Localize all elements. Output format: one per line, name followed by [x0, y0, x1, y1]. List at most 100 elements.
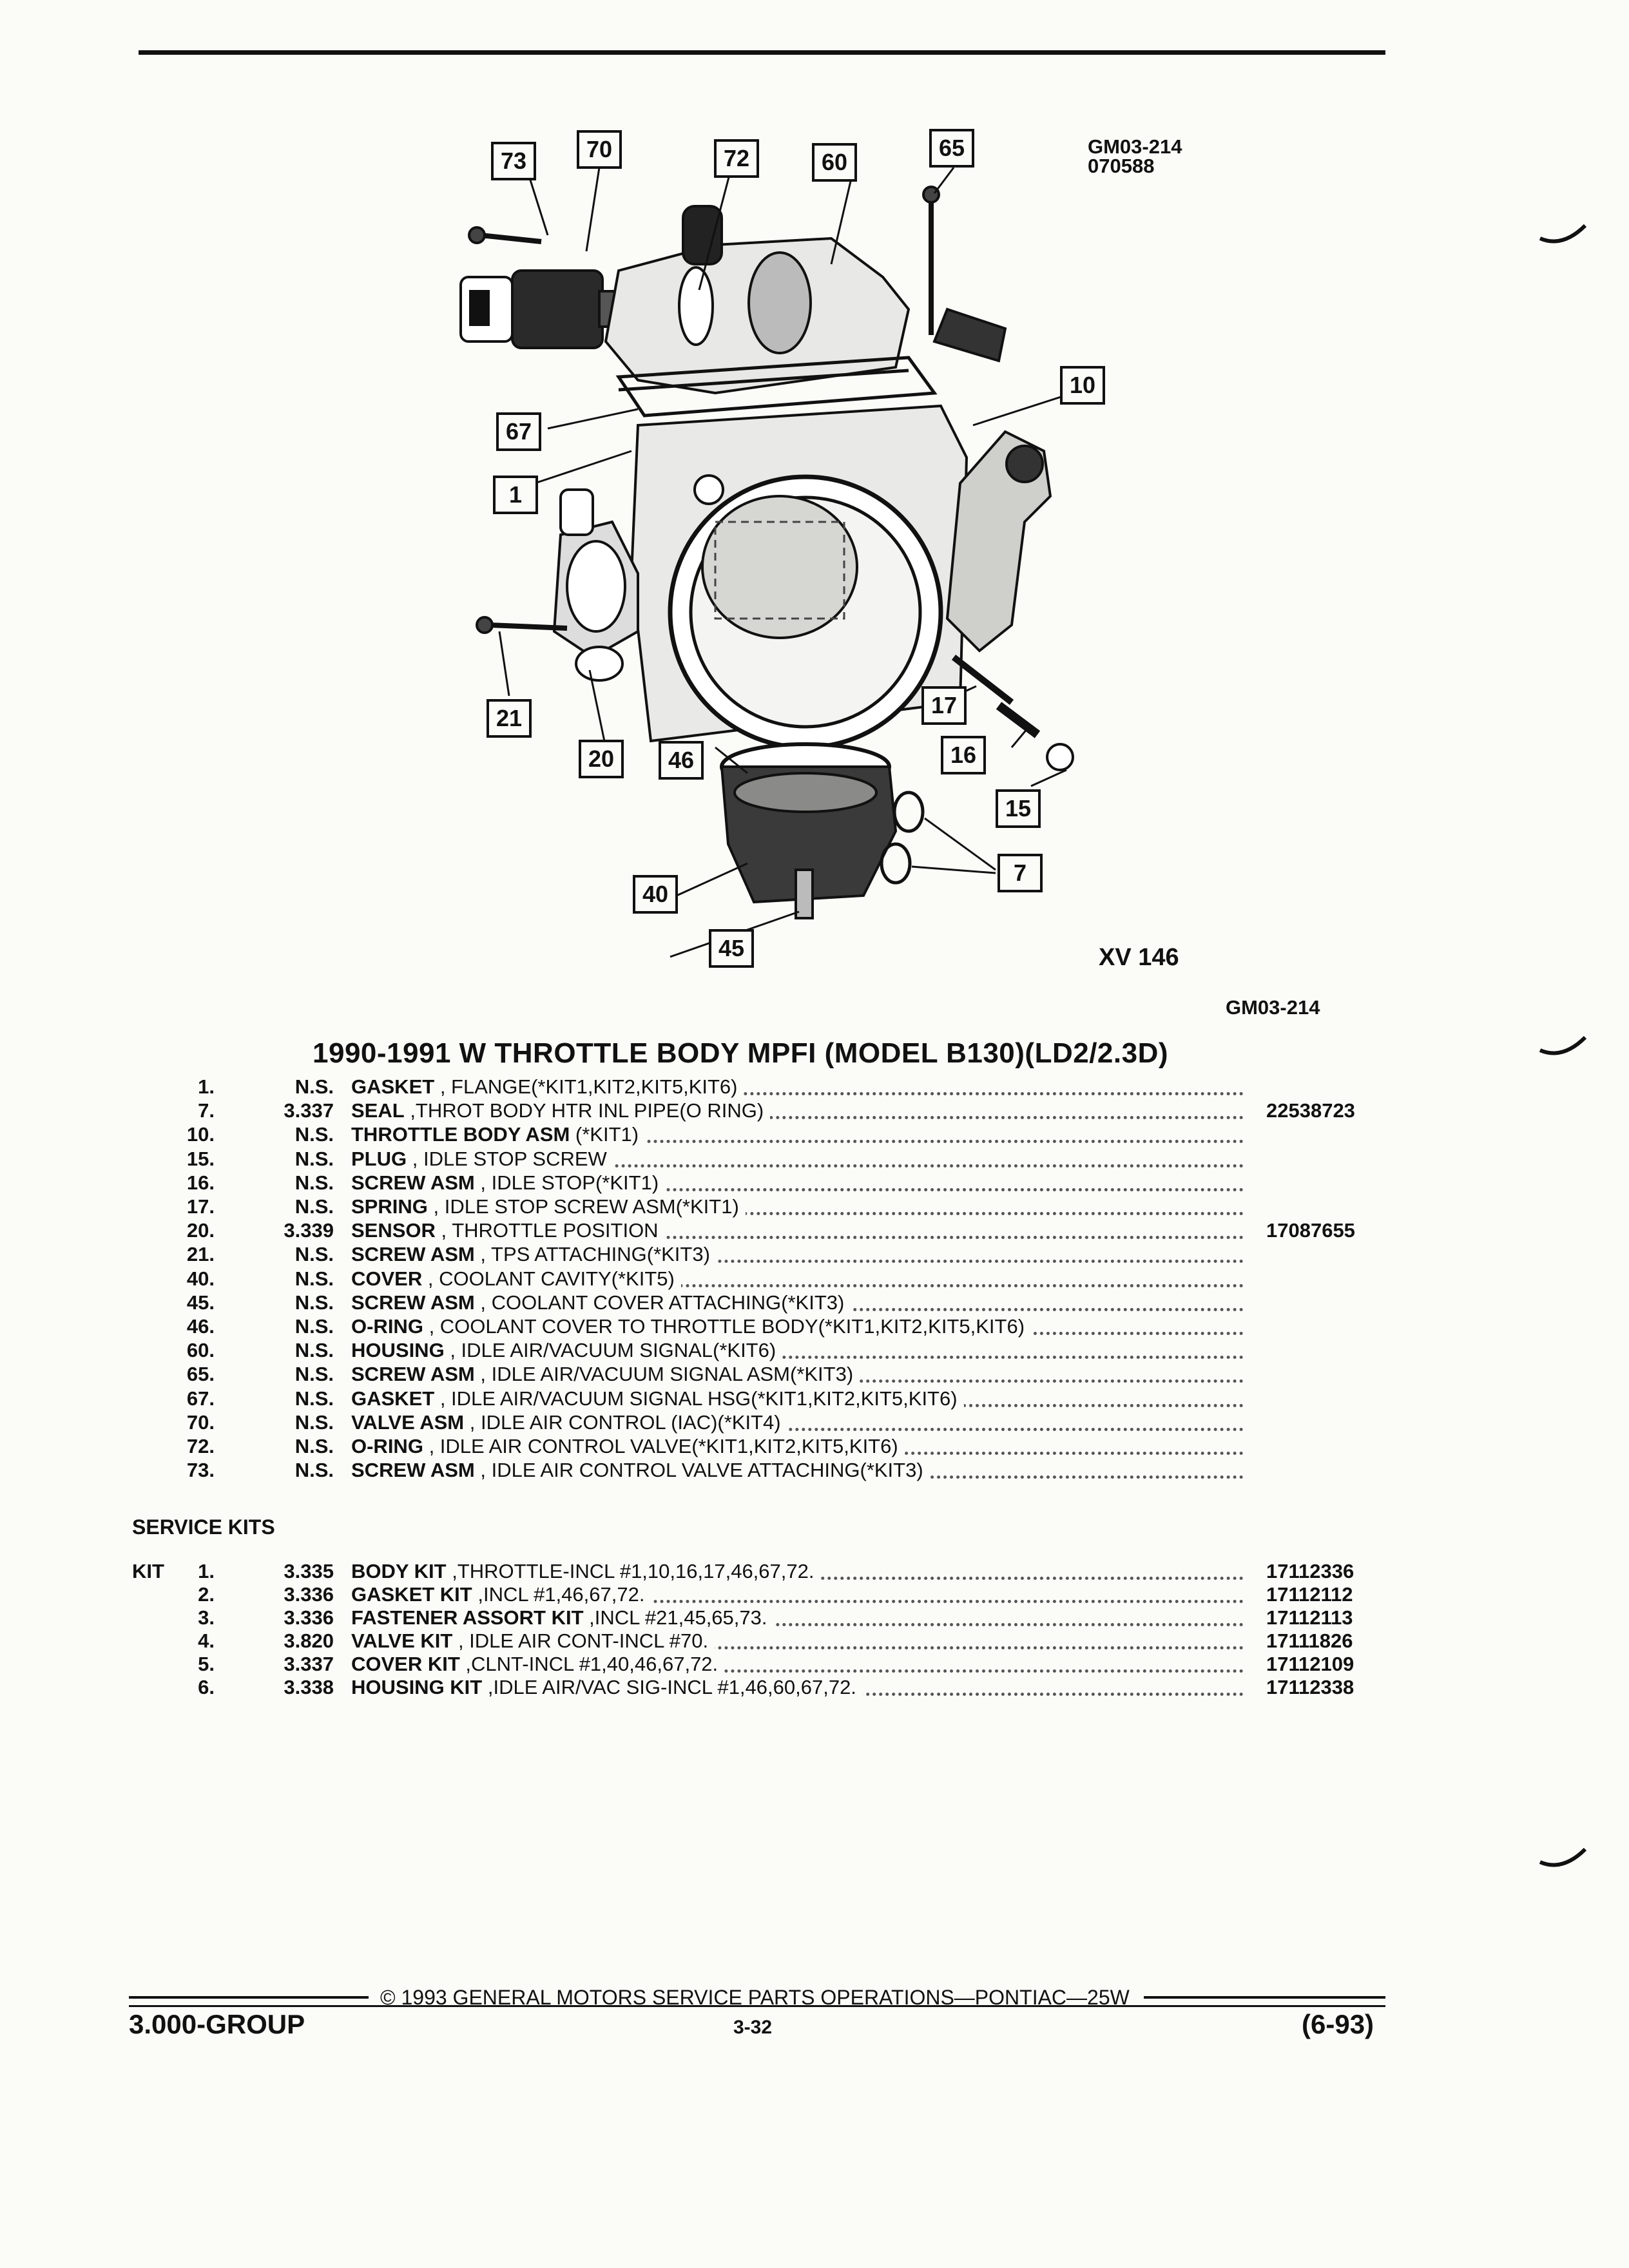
binder-edge-mark [1539, 1035, 1587, 1055]
part-number: 17112336 [1266, 1560, 1354, 1582]
item-description: SPRING , IDLE STOP SCREW ASM(*KIT1) [351, 1195, 1244, 1219]
group-code: 3.338 [284, 1676, 334, 1698]
description-text: SCREW ASM , IDLE AIR/VACUUM SIGNAL ASM(*… [351, 1363, 860, 1386]
leader-dots [351, 1164, 1244, 1168]
group-code: N.S. [294, 1435, 334, 1457]
item-number: 46. [186, 1315, 215, 1338]
item-number: 2. [198, 1583, 215, 1606]
group-code: N.S. [294, 1291, 334, 1314]
description-text: GASKET , IDLE AIR/VACUUM SIGNAL HSG(*KIT… [351, 1387, 964, 1410]
idle-stop-screw-drawing [951, 655, 1074, 771]
footer-rule-right [1144, 1996, 1385, 1999]
callout-17: 17 [921, 686, 967, 725]
item-number: 21. [186, 1243, 215, 1266]
part-number: 17111826 [1266, 1629, 1353, 1652]
throttle-body-drawing [630, 404, 1052, 750]
group-code: N.S. [294, 1339, 334, 1362]
description-text: COVER , COOLANT CAVITY(*KIT5) [351, 1267, 681, 1290]
item-description: BODY KIT ,THROTTLE-INCL #1,10,16,17,46,6… [351, 1559, 1244, 1584]
item-name: O-RING [351, 1315, 423, 1338]
top-rule [139, 50, 1385, 55]
description-text: O-RING , IDLE AIR CONTROL VALVE(*KIT1,KI… [351, 1435, 905, 1457]
description-text: GASKET KIT ,INCL #1,46,67,72. [351, 1583, 651, 1606]
item-number: 45. [186, 1291, 215, 1314]
group-code: 3.335 [284, 1560, 334, 1582]
callout-16: 16 [941, 736, 986, 774]
group-code: 3.336 [284, 1606, 334, 1629]
item-name: BODY KIT [351, 1560, 447, 1582]
item-detail: , COOLANT COVER ATTACHING(*KIT3) [480, 1291, 845, 1314]
parts-row: 45.N.S.SCREW ASM , COOLANT COVER ATTACHI… [0, 1291, 1629, 1315]
page-title: 1990-1991 W THROTTLE BODY MPFI (MODEL B1… [313, 1037, 1169, 1069]
item-description: GASKET , FLANGE(*KIT1,KIT2,KIT5,KIT6) [351, 1075, 1244, 1099]
leader-dots [351, 1356, 1244, 1360]
leader-dots [351, 1427, 1244, 1431]
group-code: 3.339 [284, 1219, 334, 1242]
group-code: N.S. [294, 1459, 334, 1482]
item-name: SPRING [351, 1195, 428, 1218]
item-name: VALVE ASM [351, 1410, 465, 1434]
footer-date: (6-93) [1302, 2009, 1374, 2039]
description-text: SCREW ASM , TPS ATTACHING(*KIT3) [351, 1243, 717, 1266]
parts-row: 1.N.S.GASKET , FLANGE(*KIT1,KIT2,KIT5,KI… [0, 1075, 1629, 1099]
parts-row: 16.N.S.SCREW ASM , IDLE STOP(*KIT1) [0, 1171, 1629, 1195]
item-name: HOUSING KIT [351, 1676, 483, 1698]
binder-edge-mark [1539, 1847, 1587, 1867]
callout-15: 15 [996, 789, 1041, 828]
item-number: 17. [186, 1195, 215, 1218]
parts-row: 46.N.S.O-RING , COOLANT COVER TO THROTTL… [0, 1314, 1629, 1339]
group-code: N.S. [294, 1243, 334, 1266]
description-text: SEAL ,THROT BODY HTR INL PIPE(O RING) [351, 1099, 771, 1122]
description-text: HOUSING , IDLE AIR/VACUUM SIGNAL(*KIT6) [351, 1339, 783, 1362]
callout-65: 65 [929, 129, 974, 168]
item-description: SCREW ASM , IDLE AIR/VACUUM SIGNAL ASM(*… [351, 1362, 1244, 1387]
item-detail: ,THROTTLE-INCL #1,10,16,17,46,67,72. [452, 1560, 815, 1582]
item-name: GASKET [351, 1075, 435, 1098]
item-detail: , FLANGE(*KIT1,KIT2,KIT5,KIT6) [439, 1075, 738, 1098]
caption-code: GM03-214 [1226, 996, 1320, 1019]
item-detail: , IDLE AIR/VACUUM SIGNAL ASM(*KIT3) [480, 1363, 854, 1386]
parts-row: 17.N.S.SPRING , IDLE STOP SCREW ASM(*KIT… [0, 1195, 1629, 1219]
item-description: VALVE KIT , IDLE AIR CONT-INCL #70. [351, 1629, 1244, 1653]
kit-label: KIT [132, 1560, 164, 1582]
item-description: O-RING , IDLE AIR CONTROL VALVE(*KIT1,KI… [351, 1434, 1244, 1459]
item-description: GASKET KIT ,INCL #1,46,67,72. [351, 1582, 1244, 1607]
item-number: 73. [186, 1459, 215, 1482]
item-detail: ,THROT BODY HTR INL PIPE(O RING) [410, 1099, 764, 1122]
footer-rule-left [129, 1996, 369, 1999]
item-detail: , IDLE AIR CONTROL VALVE(*KIT1,KIT2,KIT5… [429, 1435, 898, 1457]
group-code: 3.337 [284, 1653, 334, 1675]
item-number: 1. [198, 1075, 215, 1098]
item-name: COVER KIT [351, 1653, 460, 1675]
item-name: VALVE KIT [351, 1629, 453, 1652]
group-code: 3.820 [284, 1629, 334, 1652]
item-description: SCREW ASM , IDLE AIR CONTROL VALVE ATTAC… [351, 1458, 1244, 1483]
item-name: SENSOR [351, 1219, 436, 1242]
item-number: 67. [186, 1387, 215, 1410]
item-detail: (*KIT1) [575, 1123, 639, 1146]
xv-label: XV 146 [1099, 944, 1179, 971]
part-number: 17112112 [1266, 1583, 1353, 1606]
item-number: 16. [186, 1171, 215, 1194]
leader-dots [351, 1187, 1244, 1191]
item-name: GASKET KIT [351, 1583, 472, 1606]
item-name: O-RING [351, 1435, 423, 1457]
part-number: 22538723 [1266, 1099, 1355, 1122]
item-number: 65. [186, 1363, 215, 1386]
description-text: SCREW ASM , IDLE STOP(*KIT1) [351, 1171, 666, 1194]
item-description: COVER , COOLANT CAVITY(*KIT5) [351, 1267, 1244, 1291]
leader-dots [351, 1600, 1244, 1603]
item-description: VALVE ASM , IDLE AIR CONTROL (IAC)(*KIT4… [351, 1410, 1244, 1435]
throttle-body-illustration [459, 167, 1074, 958]
part-number: 17112113 [1266, 1606, 1353, 1629]
item-description: SCREW ASM , TPS ATTACHING(*KIT3) [351, 1242, 1244, 1267]
callout-73: 73 [491, 142, 536, 180]
callout-72: 72 [714, 139, 759, 178]
callout-1: 1 [493, 476, 538, 514]
item-detail: , IDLE AIR CONTROL (IAC)(*KIT4) [469, 1410, 781, 1434]
